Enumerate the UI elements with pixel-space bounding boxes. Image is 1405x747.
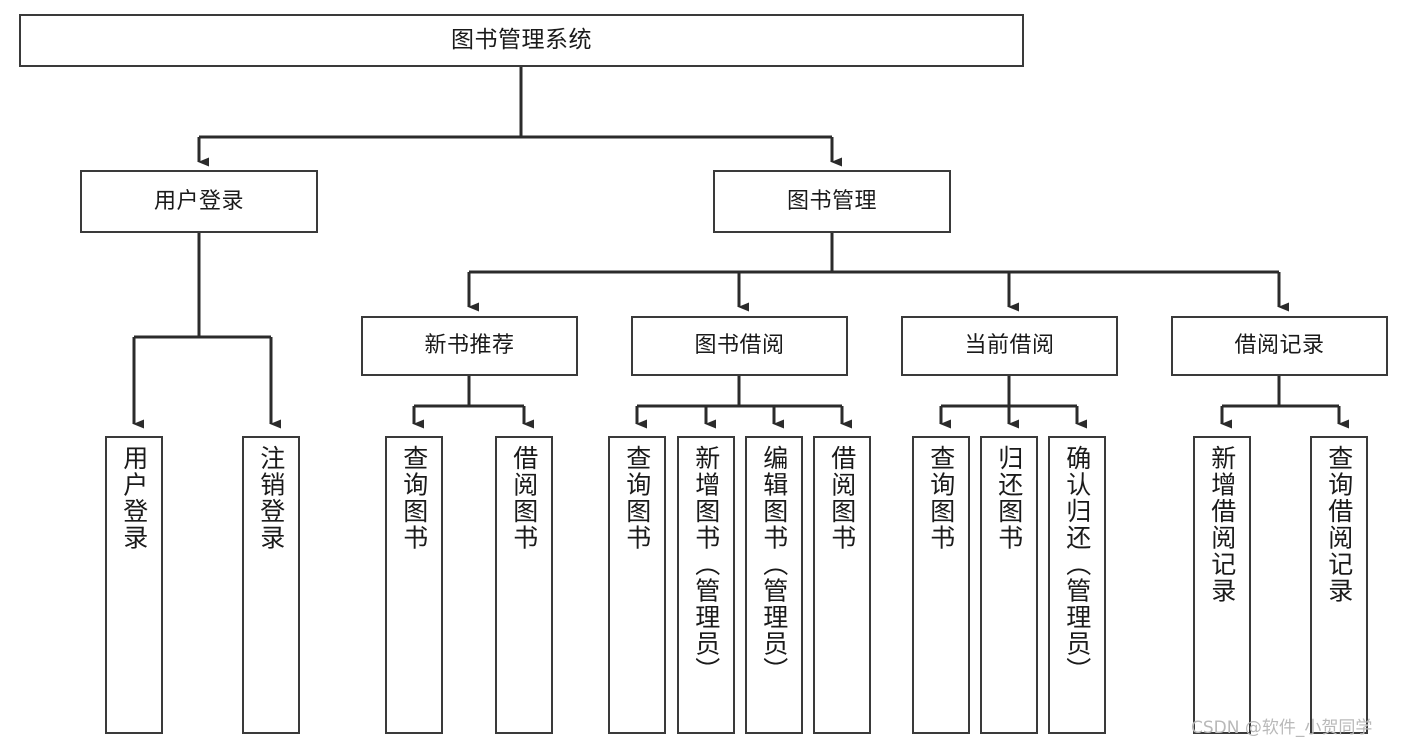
node-label: 当前借阅 (964, 333, 1055, 359)
node-user-login[interactable]: 用户登录 (80, 170, 318, 233)
node-label: 确认归还（管理员） (1062, 445, 1092, 684)
node-label: 查询图书 (622, 445, 652, 551)
leaf-logout[interactable]: 注销登录 (242, 436, 300, 734)
node-label: 用户登录 (119, 445, 149, 551)
node-label: 图书管理系统 (451, 26, 592, 53)
leaf-add-book-admin[interactable]: 新增图书（管理员） (677, 436, 735, 734)
node-borrow-record[interactable]: 借阅记录 (1171, 316, 1388, 376)
node-label: 用户登录 (153, 188, 244, 214)
leaf-user-login[interactable]: 用户登录 (105, 436, 163, 734)
node-label: 归还图书 (994, 445, 1024, 551)
node-label: 借阅图书 (827, 445, 857, 551)
leaf-borrow-book[interactable]: 借阅图书 (813, 436, 871, 734)
node-new-book-recommendation[interactable]: 新书推荐 (361, 316, 578, 376)
node-label: 查询借阅记录 (1324, 445, 1354, 604)
node-book-borrow[interactable]: 图书借阅 (631, 316, 848, 376)
node-label: 查询图书 (399, 445, 429, 551)
node-root-system[interactable]: 图书管理系统 (19, 14, 1024, 67)
node-label: 新书推荐 (424, 333, 515, 359)
leaf-query-book-recommendation[interactable]: 查询图书 (385, 436, 443, 734)
node-label: 新增借阅记录 (1207, 445, 1237, 604)
node-label: 新增图书（管理员） (691, 445, 721, 684)
csdn-watermark: CSDN @软件_小贺同学 (1191, 718, 1373, 738)
leaf-return-book[interactable]: 归还图书 (980, 436, 1038, 734)
leaf-query-borrow-record[interactable]: 查询借阅记录 (1310, 436, 1368, 734)
node-current-borrow[interactable]: 当前借阅 (901, 316, 1118, 376)
node-label: 借阅图书 (509, 445, 539, 551)
leaf-query-book-borrow[interactable]: 查询图书 (608, 436, 666, 734)
leaf-borrow-book-recommendation[interactable]: 借阅图书 (495, 436, 553, 734)
node-label: 借阅记录 (1234, 333, 1325, 359)
node-label: 注销登录 (256, 445, 286, 551)
node-book-management[interactable]: 图书管理 (713, 170, 951, 233)
node-label: 查询图书 (926, 445, 956, 551)
node-label: 图书借阅 (694, 333, 785, 359)
node-label: 编辑图书（管理员） (759, 445, 789, 684)
leaf-edit-book-admin[interactable]: 编辑图书（管理员） (745, 436, 803, 734)
leaf-add-borrow-record[interactable]: 新增借阅记录 (1193, 436, 1251, 734)
leaf-confirm-return-admin[interactable]: 确认归还（管理员） (1048, 436, 1106, 734)
node-label: 图书管理 (786, 188, 877, 214)
leaf-query-book-current[interactable]: 查询图书 (912, 436, 970, 734)
